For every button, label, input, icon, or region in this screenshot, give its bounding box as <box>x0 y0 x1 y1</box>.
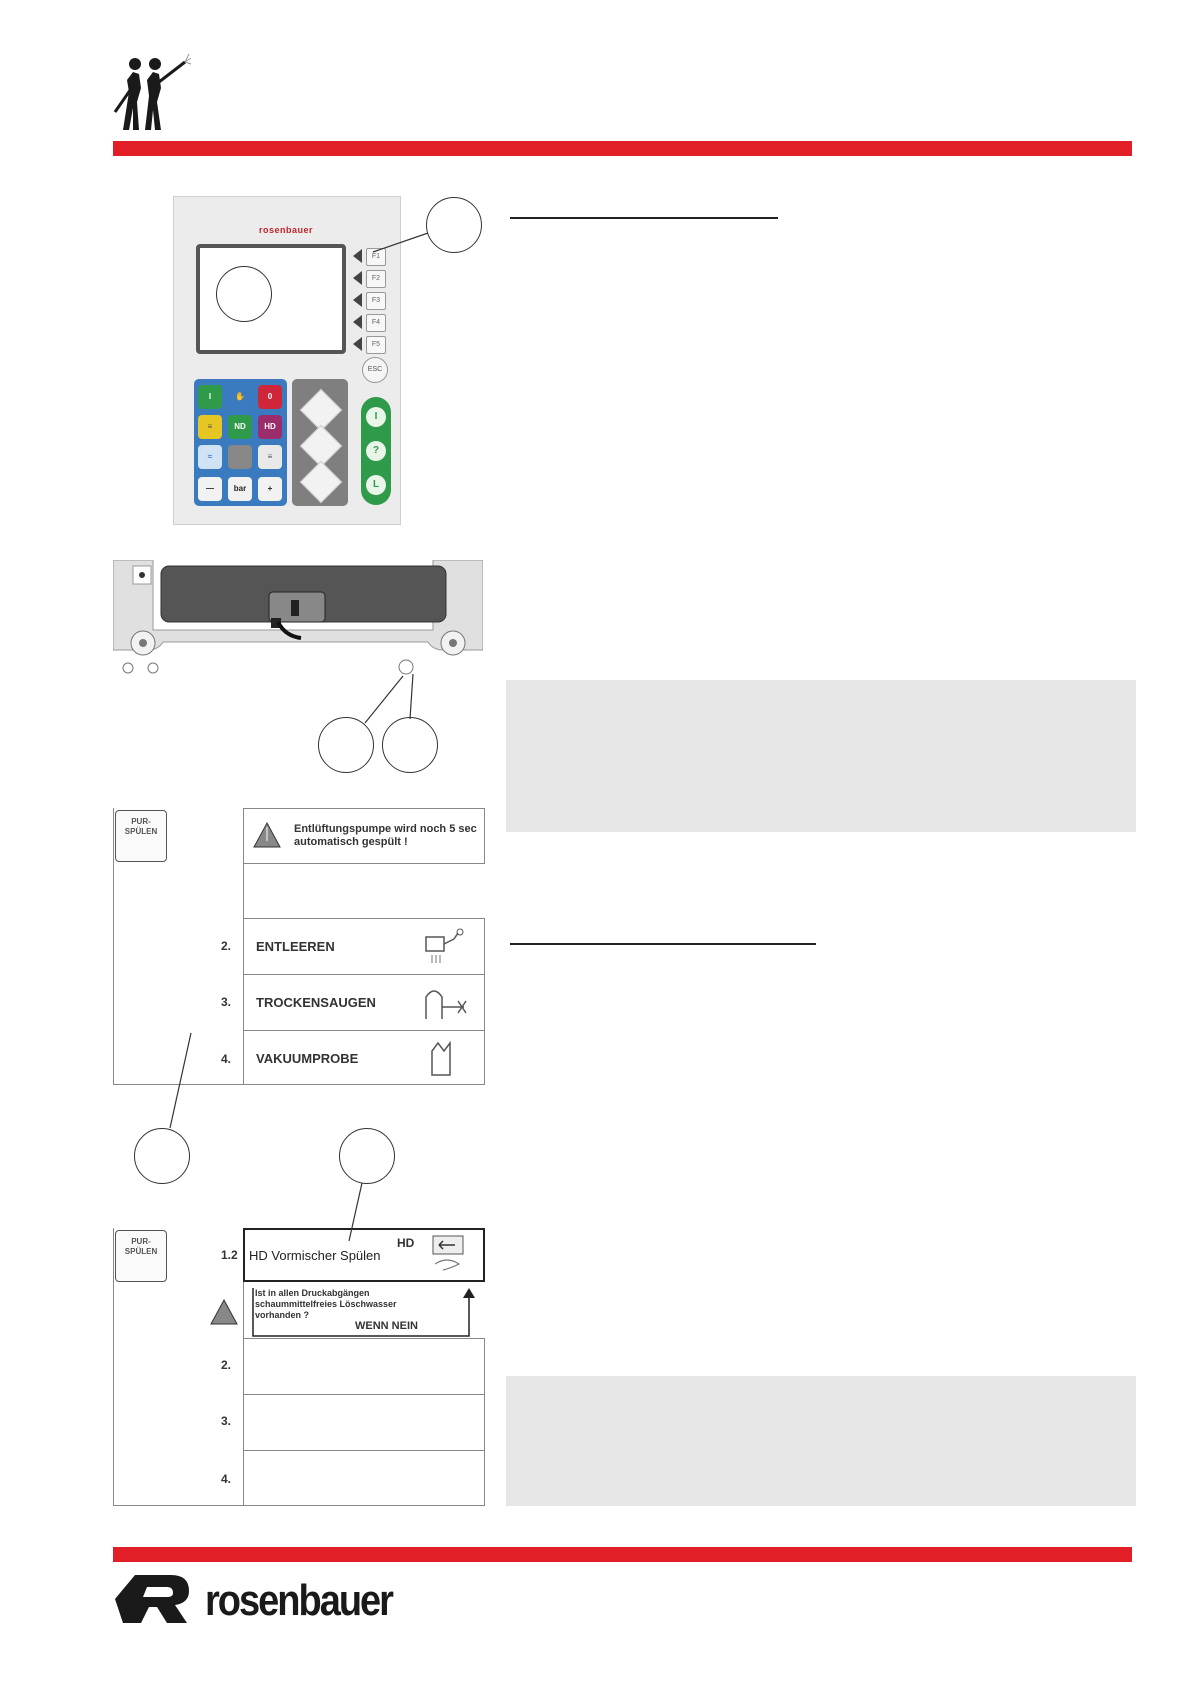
fkey-arrow <box>353 271 362 285</box>
gray-keypad <box>292 379 348 506</box>
active-step-box[interactable]: HD Vormischer Spülen HD <box>243 1228 485 1282</box>
drain-icon <box>425 928 464 963</box>
fkey-arrow <box>353 337 362 351</box>
list-item[interactable]: ENTLEEREN <box>243 918 485 975</box>
row-number: 3. <box>221 1414 232 1428</box>
green-keypad: I ? L <box>361 397 391 505</box>
empty-step-box[interactable] <box>243 1338 485 1395</box>
vacuum-test-icon <box>431 1040 451 1076</box>
gray-key-3[interactable] <box>299 460 343 504</box>
function-key-f4[interactable]: F4 <box>366 314 386 332</box>
list-item[interactable]: VAKUUMPROBE <box>243 1030 485 1085</box>
dry-suction-icon <box>425 990 467 1019</box>
hd-badge: HD <box>397 1236 415 1250</box>
key-minus[interactable]: — <box>198 477 222 501</box>
loop-back-arrow-icon <box>252 1288 475 1337</box>
empty-step-box[interactable] <box>243 1394 485 1451</box>
green-key-i[interactable]: I <box>366 407 386 427</box>
note-box <box>506 680 1136 832</box>
row-number: 4. <box>221 1052 232 1066</box>
warning-message-box: Entlüftungspumpe wird noch 5 sec automat… <box>243 808 485 864</box>
key-mode-a[interactable]: ≈ <box>198 445 222 469</box>
row-number: 3. <box>221 995 232 1009</box>
list-item[interactable]: TROCKENSAUGEN <box>243 974 485 1031</box>
fkey-arrow <box>353 293 362 307</box>
function-key-f2[interactable]: F2 <box>366 270 386 288</box>
panel-brand-label: rosenbauer <box>259 225 314 235</box>
footer-logo: rosenbauer <box>113 1571 403 1627</box>
blue-keypad: I ✋ 0 ≡ ND HD ≈ ≡ — bar + <box>194 379 287 506</box>
vakuumprobe-label: VAKUUMPROBE <box>256 1051 359 1066</box>
key-mode-c[interactable]: ≡ <box>258 445 282 469</box>
section-heading-underline <box>510 943 816 945</box>
callout-circle <box>318 717 374 773</box>
question-text: Ist in allen Druckabgängen schaummittelf… <box>255 1288 397 1320</box>
entleeren-label: ENTLEEREN <box>256 939 335 954</box>
rinse-nozzle-icon <box>432 1235 464 1271</box>
green-key-l[interactable]: L <box>366 475 386 495</box>
key-on[interactable]: I <box>198 385 222 409</box>
function-key-f1[interactable]: F1 <box>366 248 386 266</box>
pur-rinse-icon[interactable]: PUR-SPÜLEN <box>115 1230 167 1282</box>
pump-housing-figure <box>112 559 484 680</box>
key-yellow[interactable]: ≡ <box>198 415 222 439</box>
warning-text: Entlüftungspumpe wird noch 5 sec automat… <box>294 823 477 848</box>
firefighters-icon <box>113 53 192 130</box>
brand-name: rosenbauer <box>205 1577 394 1626</box>
header-logo <box>113 52 193 132</box>
function-key-f3[interactable]: F3 <box>366 292 386 310</box>
screen-left-border <box>113 1228 114 1506</box>
warning-triangle-icon <box>210 1298 238 1325</box>
row-number: 2. <box>221 1358 232 1372</box>
key-mode-b[interactable] <box>228 445 252 469</box>
row-number: 4. <box>221 1472 232 1486</box>
control-panel-figure: rosenbauer F1 F2 F3 F4 F5 ESC I ✋ 0 ≡ ND… <box>173 196 401 525</box>
fkey-arrow <box>353 315 362 329</box>
row-number: 2. <box>221 939 232 953</box>
rosenbauer-r-logo-icon <box>115 1575 189 1623</box>
callout-circle <box>134 1128 190 1184</box>
pur-rinse-icon[interactable]: PUR-SPÜLEN <box>115 810 167 862</box>
callout-circle <box>339 1128 395 1184</box>
callout-circle <box>382 717 438 773</box>
rinse-step-screen: PUR-SPÜLEN 1.2 HD Vormischer Spülen HD I… <box>113 1228 485 1506</box>
header-red-bar <box>113 141 1132 156</box>
callout-circle <box>426 197 482 253</box>
empty-step-box[interactable] <box>243 1450 485 1506</box>
function-key-f5[interactable]: F5 <box>366 336 386 354</box>
fkey-arrow <box>353 249 362 263</box>
callout-circle <box>216 266 272 322</box>
green-key-help[interactable]: ? <box>366 441 386 461</box>
key-hd[interactable]: HD <box>258 415 282 439</box>
program-list-screen: PUR-SPÜLEN Entlüftungspumpe wird noch 5 … <box>113 808 485 1086</box>
key-nd[interactable]: ND <box>228 415 252 439</box>
warning-triangle-icon <box>253 821 281 848</box>
note-box <box>506 1376 1136 1506</box>
section-heading-underline <box>510 217 778 219</box>
key-off[interactable]: 0 <box>258 385 282 409</box>
screen-left-border <box>113 808 114 1085</box>
key-hand-icon[interactable]: ✋ <box>228 385 252 409</box>
esc-key[interactable]: ESC <box>362 357 388 383</box>
key-plus[interactable]: + <box>258 477 282 501</box>
if-no-label: WENN NEIN <box>355 1320 418 1332</box>
step-label: HD Vormischer Spülen <box>249 1248 381 1263</box>
pump-housing-drawing <box>112 559 484 675</box>
key-bar[interactable]: bar <box>228 477 252 501</box>
footer-red-bar <box>113 1547 1132 1562</box>
trockensaugen-label: TROCKENSAUGEN <box>256 995 376 1010</box>
step-number: 1.2 <box>221 1248 238 1262</box>
